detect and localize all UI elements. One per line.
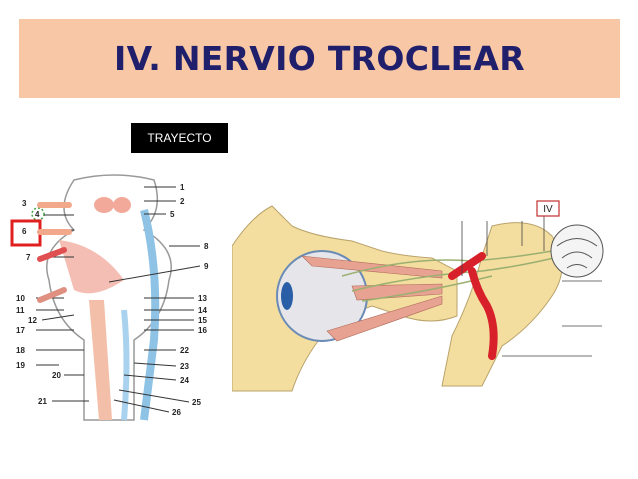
label-7: 7 [26, 253, 31, 262]
label-26: 26 [172, 408, 181, 417]
label-9: 9 [204, 262, 209, 271]
section-tag: TRAYECTO [131, 123, 228, 153]
label-1: 1 [180, 183, 185, 192]
label-6: 6 [22, 227, 27, 236]
label-3: 3 [22, 199, 27, 208]
label-23: 23 [180, 362, 189, 371]
slide-title: IV. NERVIO TROCLEAR [19, 19, 620, 98]
label-18: 18 [16, 346, 25, 355]
label-13: 13 [198, 294, 207, 303]
label-22: 22 [180, 346, 189, 355]
label-16: 16 [198, 326, 207, 335]
label-4: 4 [35, 210, 40, 219]
label-19: 19 [16, 361, 25, 370]
brainstem-nuclei-diagram: 1 2 3 4 5 6 7 8 9 10 11 12 13 14 15 16 1… [4, 170, 230, 428]
title-band: IV. NERVIO TROCLEAR [19, 19, 620, 98]
label-10: 10 [16, 294, 25, 303]
label-15: 15 [198, 316, 207, 325]
label-12: 12 [28, 316, 37, 325]
label-8: 8 [204, 242, 209, 251]
label-iv: IV [543, 204, 553, 215]
label-14: 14 [198, 306, 207, 315]
label-5: 5 [170, 210, 175, 219]
label-17: 17 [16, 326, 25, 335]
orbit-nerve-diagram: IV [232, 196, 614, 402]
label-24: 24 [180, 376, 189, 385]
label-2: 2 [180, 197, 185, 206]
label-25: 25 [192, 398, 201, 407]
label-20: 20 [52, 371, 61, 380]
label-21: 21 [38, 397, 47, 406]
label-11: 11 [16, 306, 25, 315]
